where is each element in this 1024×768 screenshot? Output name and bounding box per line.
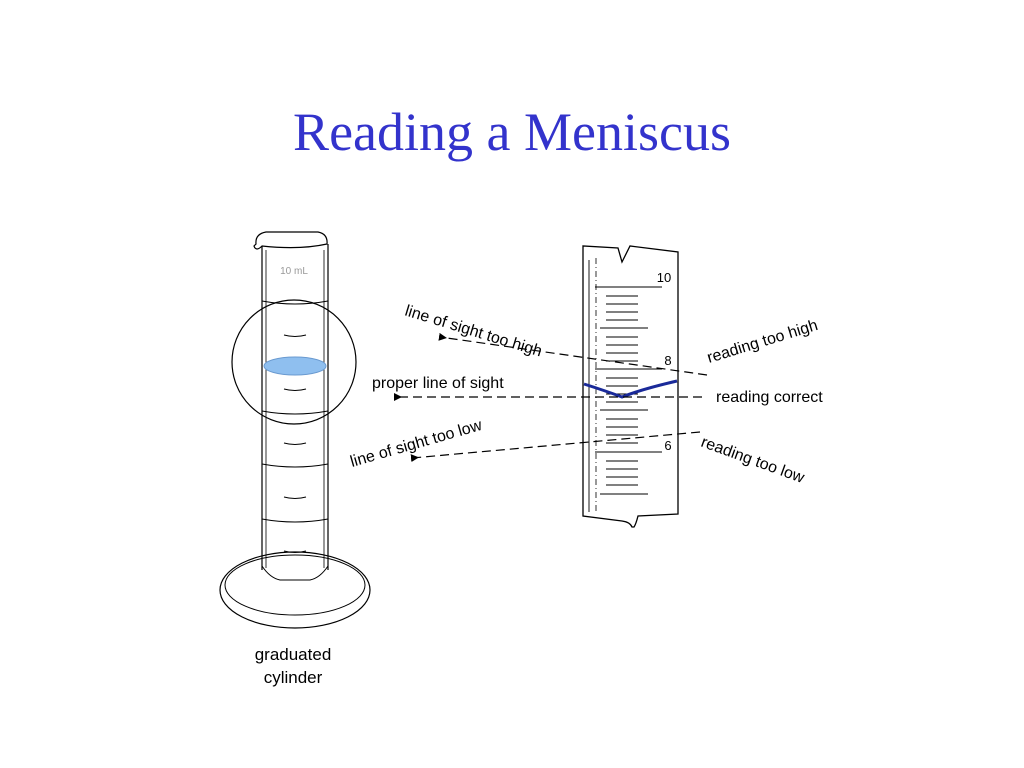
- closeup-scale: [582, 245, 679, 528]
- label-reading-too-low: reading too low: [699, 434, 807, 487]
- cylinder-base-inner: [224, 554, 366, 616]
- magnifier-circle: [231, 299, 357, 425]
- closeup-outline: [582, 245, 679, 528]
- cylinder-liquid-surface: [263, 356, 327, 376]
- cylinder-spout: [253, 231, 328, 250]
- label-reading-too-high: reading too high: [705, 317, 820, 367]
- cylinder-caption: graduated cylinder: [218, 643, 368, 689]
- scale-label-6: 6: [664, 438, 671, 453]
- cylinder-base: [219, 551, 371, 629]
- caption-line-1: graduated: [254, 645, 332, 664]
- label-line-of-sight-too-low: line of sight too low: [348, 417, 484, 471]
- cylinder-body: [261, 244, 329, 570]
- label-line-of-sight-too-high: line of sight too high: [403, 303, 544, 361]
- cylinder-volume-label: 10 mL: [280, 266, 308, 277]
- caption-line-2: cylinder: [263, 668, 323, 687]
- sightline-too-high: [438, 332, 708, 376]
- scale-label-10: 10: [657, 270, 671, 285]
- slide-title: Reading a Meniscus: [293, 102, 731, 162]
- sightline-too-low: [410, 431, 701, 463]
- scale-label-8: 8: [664, 353, 671, 368]
- graduated-cylinder: [219, 231, 371, 629]
- label-proper-line-of-sight: proper line of sight: [372, 375, 504, 392]
- meniscus-curve: [583, 379, 678, 399]
- label-reading-correct: reading correct: [716, 389, 823, 406]
- cylinder-base-neck: [261, 565, 329, 581]
